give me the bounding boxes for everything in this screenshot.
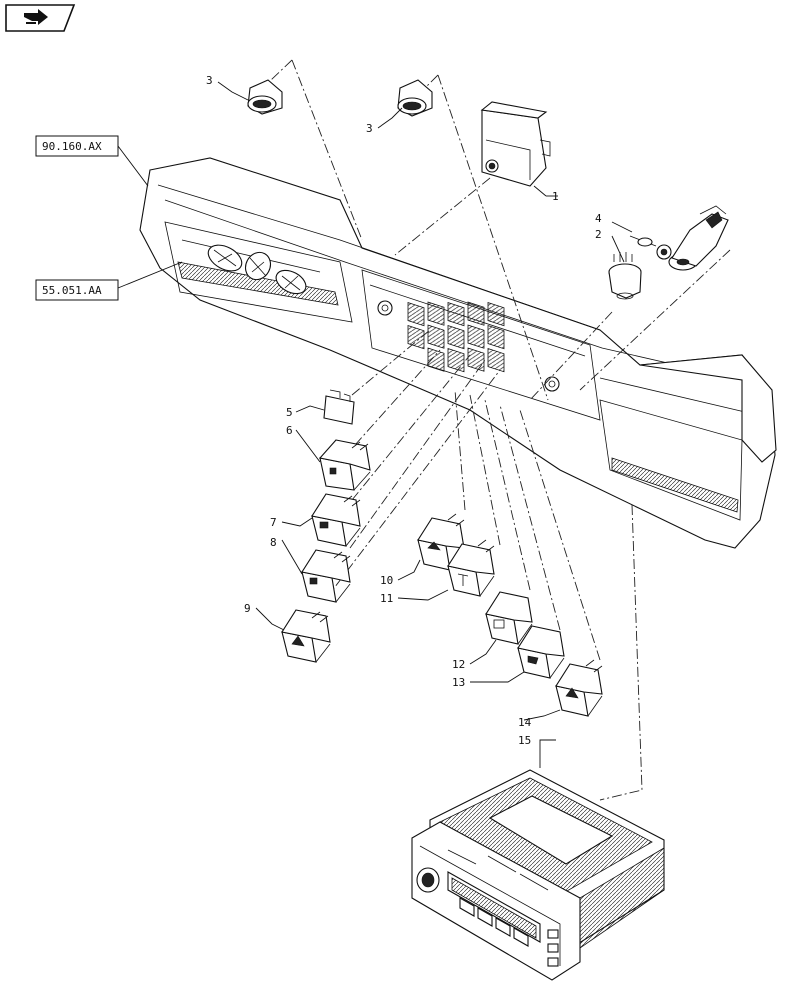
callout-leaders xyxy=(117,81,633,768)
callout-15: 15 xyxy=(518,734,531,747)
part-7-rocker-switch xyxy=(311,493,361,547)
dashboard-panel xyxy=(139,157,777,549)
callout-13: 13 xyxy=(452,676,465,689)
part-11-rocker-switch xyxy=(447,539,495,597)
callout-10: 10 xyxy=(380,574,393,587)
part-13-rocker-switch xyxy=(517,625,565,679)
part-9-rocker-switch xyxy=(281,609,331,663)
next-page-arrow-icon xyxy=(5,4,76,32)
callout-14: 14 xyxy=(518,716,532,729)
callout-3-right: 3 xyxy=(366,122,373,135)
part-15-radio-unit xyxy=(411,769,665,981)
callout-labels: 1 2 3 3 4 5 6 7 8 9 10 11 12 13 14 15 xyxy=(206,74,602,747)
part-4-cap xyxy=(629,235,672,260)
part-12-rocker-switch xyxy=(485,591,533,645)
callout-3-left: 3 xyxy=(206,74,213,87)
part-socket-assembly xyxy=(668,205,729,271)
callout-7: 7 xyxy=(270,516,277,529)
part-3-knob-left xyxy=(247,79,283,115)
callout-1: 1 xyxy=(552,190,559,203)
next-page-button[interactable] xyxy=(4,3,76,33)
callout-2: 2 xyxy=(595,228,602,241)
callout-9: 9 xyxy=(244,602,251,615)
part-14-rocker-switch xyxy=(555,659,603,717)
callout-6: 6 xyxy=(286,424,293,437)
part-2-power-socket xyxy=(608,252,642,300)
part-6-rocker-switch xyxy=(318,439,371,491)
part-5-blank-plug xyxy=(323,389,355,425)
ref-box-90-160-ax[interactable]: 90.160.AX xyxy=(35,135,119,157)
callout-8: 8 xyxy=(270,536,277,549)
ref-90-160-ax-label: 90.160.AX xyxy=(42,140,102,153)
callout-11: 11 xyxy=(380,592,393,605)
assembly-lines xyxy=(249,59,731,801)
callout-5: 5 xyxy=(286,406,293,419)
part-3-knob-right xyxy=(397,79,433,117)
part-1-ignition-module xyxy=(480,101,551,187)
callout-4: 4 xyxy=(595,212,602,225)
ref-55-051-aa-label: 55.051.AA xyxy=(42,284,102,297)
callout-12: 12 xyxy=(452,658,465,671)
ref-box-55-051-aa[interactable]: 55.051.AA xyxy=(35,279,119,301)
part-8-rocker-switch xyxy=(301,549,351,603)
